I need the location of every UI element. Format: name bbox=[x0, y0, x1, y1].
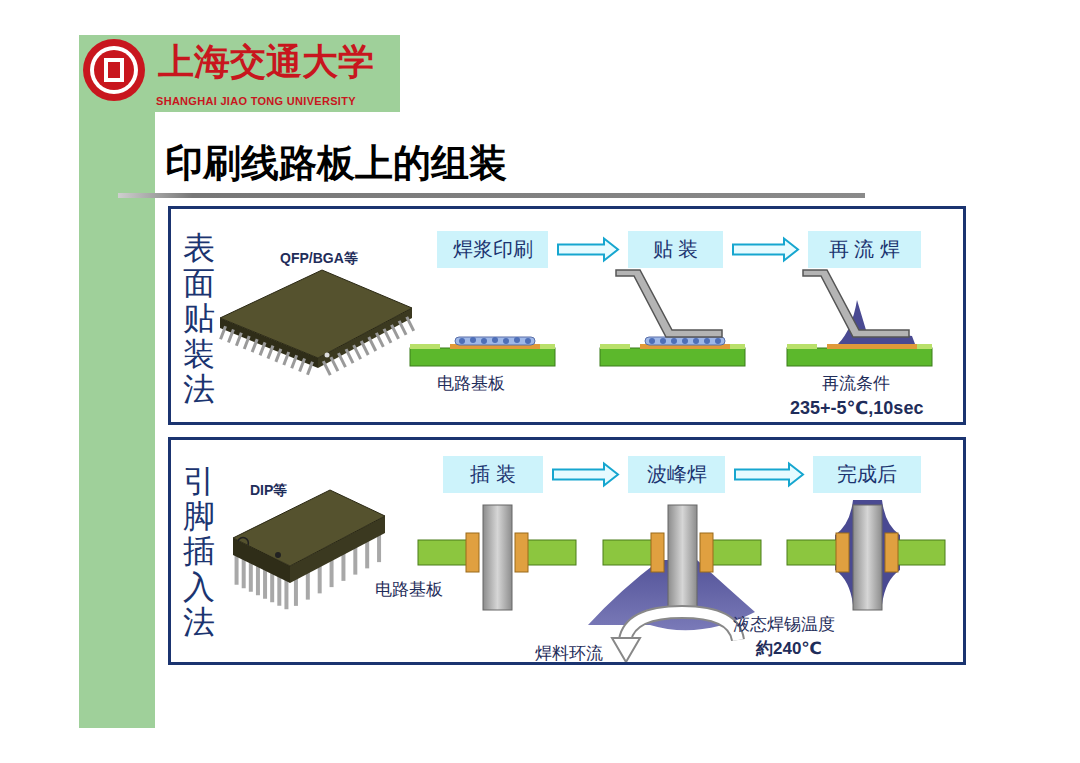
process-step: 贴 装 bbox=[628, 231, 723, 268]
note: 再流条件 bbox=[822, 372, 890, 395]
method-name: 表面贴装法 bbox=[183, 231, 215, 407]
logo-text: 上海交通大学 bbox=[158, 38, 374, 87]
corner bbox=[155, 112, 400, 140]
part-name: 电路基板 bbox=[375, 578, 443, 601]
note: 235+-5℃,10sec bbox=[790, 397, 923, 419]
flow-arrow bbox=[733, 239, 798, 261]
note: 液态焊锡温度 bbox=[733, 613, 835, 636]
package-type: DIP等 bbox=[250, 482, 287, 500]
method-name: 引脚插入法 bbox=[183, 464, 215, 640]
dip-chip bbox=[233, 490, 385, 609]
step-label: 完成后 bbox=[837, 463, 897, 485]
method-panel: 引脚插入法 插 装 波峰焊 完成后 bbox=[168, 437, 966, 665]
smt-section-2 bbox=[600, 270, 745, 366]
part-name: 电路基板 bbox=[437, 372, 505, 395]
process-step: 焊浆印刷 bbox=[437, 231, 548, 268]
process-step: 完成后 bbox=[813, 456, 921, 493]
tht-section-3 bbox=[787, 500, 945, 610]
logo-emblem bbox=[83, 39, 145, 101]
step-label: 再 流 焊 bbox=[829, 238, 900, 260]
step-label: 插 装 bbox=[470, 463, 516, 485]
note: 約240℃ bbox=[756, 637, 822, 660]
side-bar bbox=[79, 112, 155, 728]
flow-arrow bbox=[553, 464, 618, 486]
step-label: 焊浆印刷 bbox=[453, 238, 533, 260]
logo-english: SHANGHAI JIAO TONG UNIVERSITY bbox=[156, 95, 356, 107]
tht-section-2 bbox=[588, 505, 761, 662]
smt-section-1 bbox=[410, 337, 555, 366]
package-type: QFP/BGA等 bbox=[280, 250, 358, 268]
slide-title: 印刷线路板上的组装 bbox=[165, 138, 507, 189]
title-underline bbox=[118, 193, 865, 198]
flow-arrow bbox=[735, 464, 803, 486]
note: 焊料环流 bbox=[535, 642, 603, 665]
process-step: 波峰焊 bbox=[628, 456, 725, 493]
smt-section-3 bbox=[787, 270, 932, 366]
logo-band bbox=[79, 35, 400, 112]
process-step: 插 装 bbox=[443, 456, 543, 493]
step-label: 波峰焊 bbox=[647, 463, 707, 485]
flow-arrow bbox=[558, 239, 618, 261]
qfp-chip bbox=[220, 270, 414, 375]
process-step: 再 流 焊 bbox=[808, 231, 921, 268]
step-label: 贴 装 bbox=[653, 238, 699, 260]
